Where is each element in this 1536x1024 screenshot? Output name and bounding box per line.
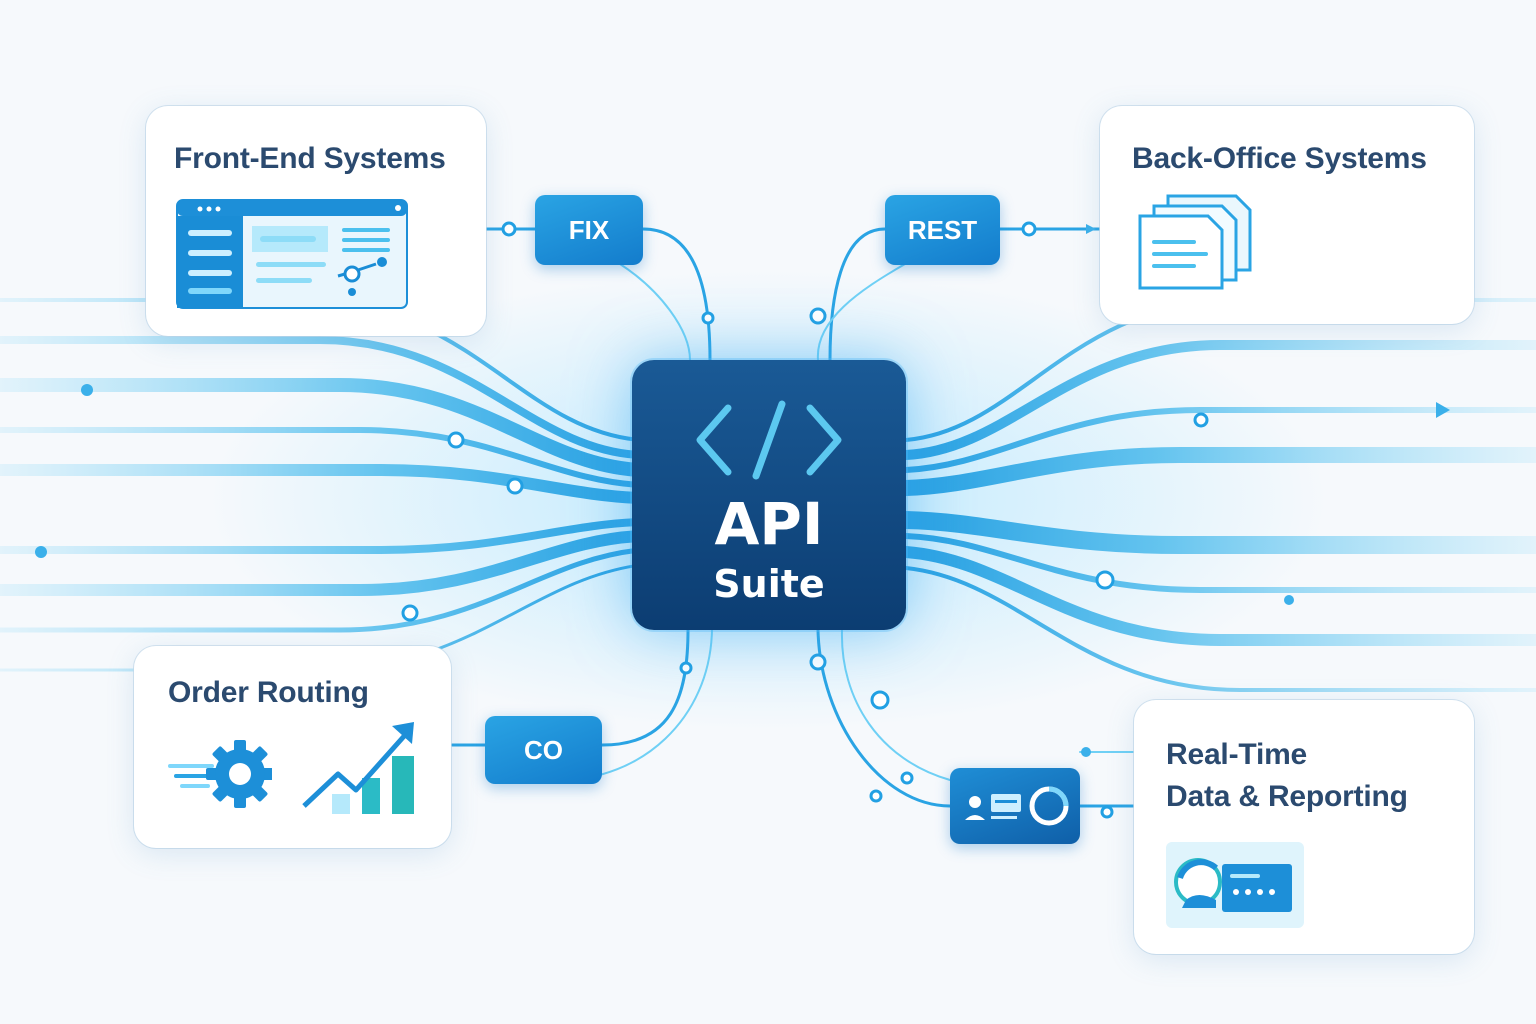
co-connector: CO — [485, 716, 602, 784]
gear-icon — [168, 740, 272, 808]
order-routing-card: Order Routing — [134, 646, 451, 848]
front-end-systems-card: Front-End Systems — [146, 106, 486, 336]
front-end-systems-title: Front-End Systems — [174, 142, 446, 175]
dashboard-window-icon — [176, 199, 408, 309]
reporting-card: Real-Time Data & Reporting — [1134, 700, 1474, 954]
analytics-panel-icon — [1166, 842, 1304, 928]
stacked-documents-icon — [1138, 194, 1252, 290]
report-dashboard-icon — [965, 786, 1069, 826]
reporting-connector — [950, 768, 1080, 844]
rest-connector: REST — [885, 195, 1000, 265]
back-office-systems-title: Back-Office Systems — [1132, 142, 1427, 175]
api-subtitle: Suite — [713, 562, 825, 606]
back-office-systems-card: Back-Office Systems — [1100, 106, 1474, 324]
order-routing-title: Order Routing — [168, 676, 369, 709]
api-suite-hub: API Suite — [632, 360, 906, 630]
reporting-title-line1: Real-Time — [1166, 738, 1308, 771]
code-brackets-icon — [696, 400, 842, 480]
api-title: API — [714, 490, 824, 558]
reporting-title-line2: Data & Reporting — [1166, 780, 1408, 813]
fix-connector: FIX — [535, 195, 643, 265]
growth-chart-icon — [302, 722, 414, 814]
